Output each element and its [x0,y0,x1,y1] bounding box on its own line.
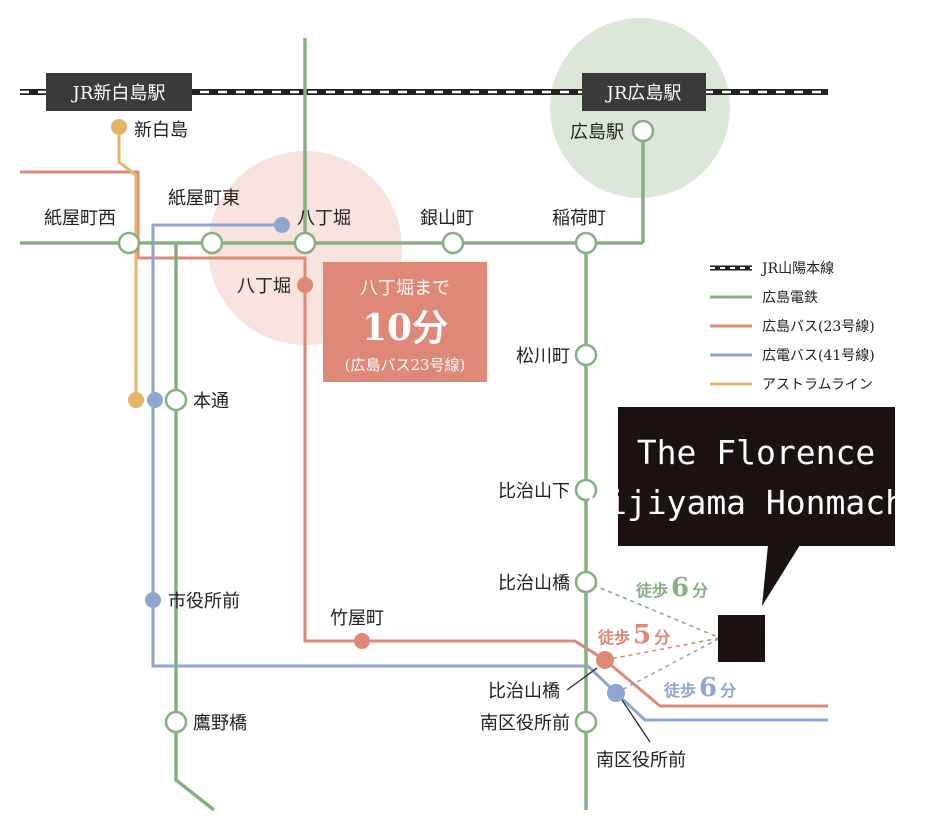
station-marker-hatchobori [293,231,317,255]
label-hondori: 本通 [193,391,229,412]
legend-label-jr: JR山陽本線 [760,261,834,277]
label-inaricho: 稲荷町 [552,208,606,229]
label-matsukawacho: 松川町 [516,346,570,367]
legend-label-astram: アストラムライン [762,377,873,393]
jr-hiroshima-box: JR広島駅 [582,73,706,111]
astram-route [117,127,138,400]
stop-marker-takeyacho [354,633,370,649]
label-hijiyamabashi-tram: 比治山橋 [498,573,570,594]
property-name-line2: Hijiyama Honmachi [587,483,925,522]
bus23-route [20,170,828,708]
property-name-line1: The Florence [637,433,875,472]
legend-label-bus41: 広電バス(41号線) [762,348,875,364]
stop-marker-minamiku-bus [607,684,625,702]
property-location-marker [718,615,765,662]
station-marker-minamiku [574,710,598,734]
station-marker-kamiyacho-nishi [117,231,141,255]
label-hijiyamashita: 比治山下 [498,481,570,502]
callout-line1: 八丁堀まで [360,278,450,299]
station-marker-matsukawacho [574,343,598,367]
callout-minutes: 10分 [362,307,448,349]
station-marker-hondori [164,388,188,412]
station-marker-inaricho [574,231,598,255]
jr-hiroshima-label: JR広島駅 [605,83,682,104]
legend-label-tram: 広島電鉄 [762,290,818,306]
legend-item-bus41: 広電バス(41号線) [710,348,875,364]
stop-marker-hondori-bus41 [147,392,163,408]
station-marker-hiroshima [631,119,655,143]
label-takeyacho: 竹屋町 [330,608,384,629]
hatchobori-callout: 八丁堀まで 10分 (広島バス23号線) [323,262,487,382]
stop-marker-shin-hakushima [111,119,127,135]
legend-item-tram: 広島電鉄 [710,290,818,306]
stop-marker-hatchobori-bus23 [297,277,313,293]
callout-line3: (広島バス23号線) [345,356,466,374]
label-shiyakushomae: 市役所前 [168,591,240,612]
legend-item-jr: JR山陽本線 [710,261,834,277]
jr-shin-hakushima-label: JR新白島駅 [71,83,166,104]
label-hatchobori-tram: 八丁堀 [297,208,351,229]
property-name-box: The Florence Hijiyama Honmachi [587,407,925,606]
stop-marker-hijiyamabashi-bus [596,651,614,669]
station-marker-takanobashi [164,710,188,734]
leader-hijiyamabashi-bus [566,667,598,691]
label-hiroshima-eki: 広島駅 [570,122,624,143]
legend-item-bus23: 広島バス(23号線) [710,319,875,335]
leader-minamiku-bus [621,699,651,743]
label-kamiyacho-nishi: 紙屋町西 [44,208,116,229]
station-marker-kamiyacho-higashi [200,231,224,255]
label-kanayamacho: 銀山町 [420,208,474,229]
stop-marker-hatchobori-bus41 [274,217,290,233]
label-minamiku-bus: 南区役所前 [596,750,686,771]
station-marker-kanayamacho [441,231,465,255]
legend-label-bus23: 広島バス(23号線) [762,319,875,335]
walk-routes [585,581,721,694]
jr-shin-hakushima-box: JR新白島駅 [46,73,192,111]
legend-item-astram: アストラムライン [710,377,873,393]
legend: JR山陽本線 広島電鉄 広島バス(23号線) 広電バス(41号線) アストラムラ… [710,261,875,393]
label-takanobashi: 鷹野橋 [193,712,247,734]
station-marker-hijiyamashita [574,478,598,502]
station-marker-hijiyamabashi [574,570,598,594]
stop-marker-shiyakushomae [145,592,161,608]
label-minamiku-tram: 南区役所前 [480,713,570,734]
label-hatchobori-bus: 八丁堀 [237,276,291,297]
label-shin-hakushima: 新白島 [134,120,188,141]
label-kamiyacho-higashi: 紙屋町東 [168,188,240,209]
bus41-route [151,223,828,722]
label-hijiyamabashi-bus: 比治山橋 [488,681,560,702]
stop-marker-hondori-astram [128,392,144,408]
